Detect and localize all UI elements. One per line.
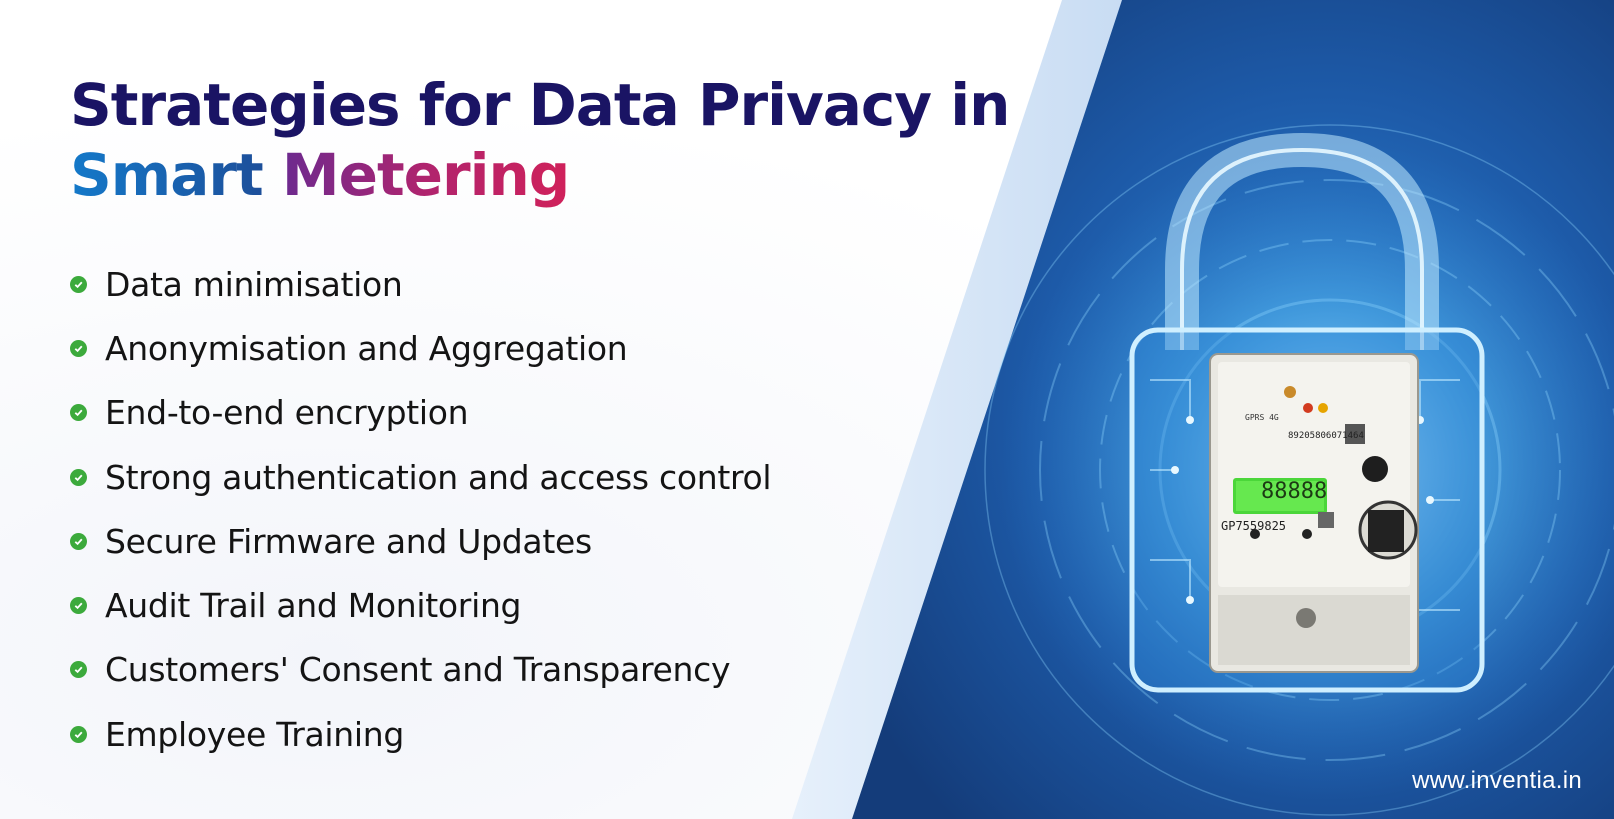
title-smart: Smart: [70, 141, 264, 209]
check-icon: [70, 468, 87, 486]
check-icon: [70, 275, 87, 293]
check-icon: [70, 597, 87, 615]
list-item-label: Secure Firmware and Updates: [105, 521, 592, 561]
list-item: End-to-end encryption: [70, 381, 771, 445]
title-metering: Metering: [281, 141, 570, 209]
title-line2: Smart Metering: [70, 140, 1009, 210]
list-item: Employee Training: [70, 702, 771, 766]
list-item: Data minimisation: [70, 252, 771, 316]
check-icon: [70, 404, 87, 422]
list-item: Anonymisation and Aggregation: [70, 316, 771, 380]
check-icon: [70, 339, 87, 357]
title-line1: Strategies for Data Privacy in: [70, 71, 1010, 139]
strategies-list: Data minimisation Anonymisation and Aggr…: [70, 252, 772, 766]
list-item-label: Employee Training: [105, 714, 405, 754]
list-item-label: Customers' Consent and Transparency: [105, 650, 731, 690]
list-item-label: Strong authentication and access control: [105, 457, 772, 497]
list-item: Audit Trail and Monitoring: [70, 573, 771, 637]
list-item-label: Anonymisation and Aggregation: [105, 328, 628, 368]
list-item-label: Data minimisation: [105, 264, 403, 304]
website-link[interactable]: www.inventia.in: [1412, 767, 1582, 794]
list-item: Strong authentication and access control: [70, 445, 772, 509]
page-title: Strategies for Data Privacy in Smart Met…: [70, 70, 1010, 210]
check-icon: [70, 725, 87, 743]
check-icon: [70, 532, 87, 550]
list-item-label: End-to-end encryption: [105, 393, 469, 433]
list-item: Customers' Consent and Transparency: [70, 638, 771, 702]
list-item: Secure Firmware and Updates: [70, 509, 771, 573]
list-item-label: Audit Trail and Monitoring: [105, 586, 522, 626]
check-icon: [70, 661, 87, 679]
